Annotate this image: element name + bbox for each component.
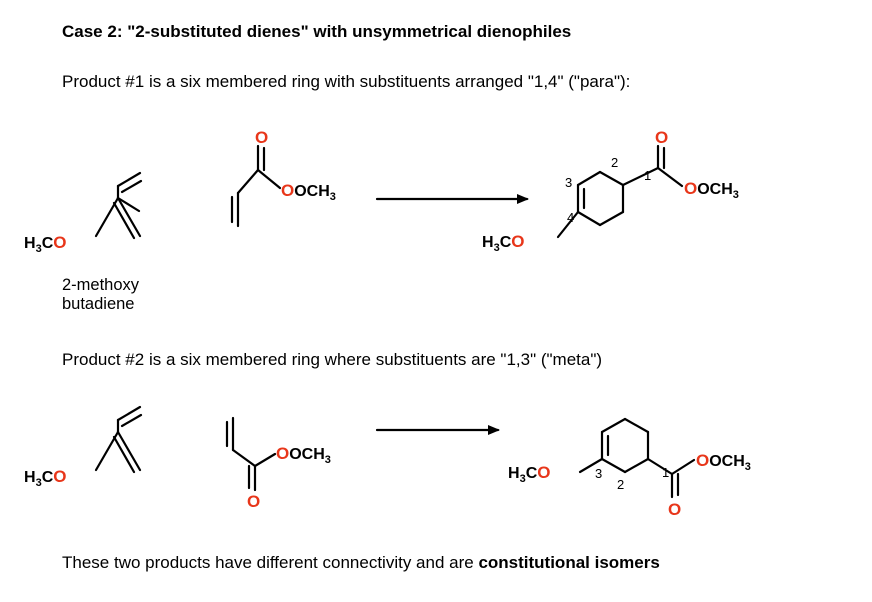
- meta-och3: OOCH3: [696, 451, 751, 473]
- diene1-bond-c2-c1: [116, 196, 142, 238]
- meta-bond-c1-c2: [623, 457, 650, 474]
- diene1-bond-c2-c1-a: [116, 196, 141, 213]
- para-bond-c4-o: [556, 210, 580, 239]
- para-och3: OOCH3: [684, 179, 739, 201]
- para-bond-c3-c2: [576, 170, 602, 187]
- diene2-bond-c2-c1-double: [112, 435, 136, 474]
- diene1-bond-c3-c4-double: [120, 179, 143, 194]
- product-1-description: Product #1 is a six membered ring with s…: [62, 72, 631, 91]
- product-para: O OOCH3 H3CO 1 2 3 4: [482, 128, 739, 254]
- acrylate1-bond-c-c: [236, 168, 260, 195]
- dienophile-row1: O OOCH3: [230, 128, 336, 228]
- diene-row2: H3CO: [24, 405, 143, 489]
- diene1-bond-c3-c4: [116, 171, 142, 188]
- h3co-row1: H3CO: [24, 233, 66, 255]
- meta-number-1: 1: [662, 465, 669, 480]
- meta-bond-c5-c6: [623, 417, 650, 434]
- conclusion-plain: These two products have different connec…: [62, 553, 479, 572]
- para-carbonyl-o: O: [655, 128, 668, 147]
- acrylate2-bond-c-o: [253, 452, 277, 468]
- diene2-bond-c3-c4-double: [120, 413, 143, 428]
- och-text: OCH: [294, 183, 330, 200]
- diene-label-line-2: butadiene: [62, 295, 135, 313]
- para-bond-c2-c1: [598, 170, 625, 187]
- acrylate1-och3: OOCH3: [281, 181, 336, 203]
- acrylate2-och3: OOCH3: [276, 444, 331, 466]
- page-title: Case 2: "2-substituted dienes" with unsy…: [62, 22, 572, 41]
- meta-number-3: 3: [595, 466, 602, 481]
- meta-bond-c-o: [670, 458, 696, 476]
- para-number-4: 4: [567, 210, 574, 225]
- dienophile-row2: O OOCH3: [225, 416, 331, 511]
- meta-bond-c4-c5: [600, 417, 627, 434]
- para-bond-c5-c4: [576, 210, 602, 227]
- para-bond-c1-ester: [621, 166, 660, 187]
- meta-number-2: 2: [617, 477, 624, 492]
- meta-carbonyl-o: O: [668, 500, 681, 519]
- meta-bond-c2-c3: [600, 457, 627, 474]
- meta-bond-c3-o: [578, 457, 604, 474]
- meta-bond-c1-ester: [646, 457, 674, 476]
- para-number-1: 1: [644, 168, 651, 183]
- acrylate2-carbonyl-o: O: [247, 492, 260, 511]
- para-bond-c6-c5: [598, 210, 625, 227]
- diene-row1: H3CO: [24, 171, 143, 255]
- h3co-row2: H3CO: [24, 467, 66, 489]
- diene-label-line-1: 2-methoxy: [62, 276, 140, 294]
- acrylate1-bond-c-o: [256, 168, 282, 190]
- diene1-bond-c2-c1-double: [112, 201, 136, 240]
- diene2-bond-c3-c4: [116, 405, 142, 422]
- acrylate2-bond-c-c: [231, 448, 257, 468]
- diene2-bond-c2-c1: [116, 430, 142, 472]
- conclusion-text: These two products have different connec…: [62, 553, 660, 573]
- para-bond-c-o: [656, 166, 684, 188]
- product-meta: O OOCH3 H3CO 1 2 3: [508, 417, 751, 519]
- para-number-2: 2: [611, 155, 618, 170]
- acrylate1-carbonyl-o: O: [255, 128, 268, 147]
- para-h3co: H3CO: [482, 232, 524, 254]
- conclusion-bold: constitutional isomers: [478, 553, 660, 572]
- product-2-description: Product #2 is a six membered ring where …: [62, 350, 603, 369]
- meta-h3co: H3CO: [508, 463, 550, 485]
- para-number-3: 3: [565, 175, 572, 190]
